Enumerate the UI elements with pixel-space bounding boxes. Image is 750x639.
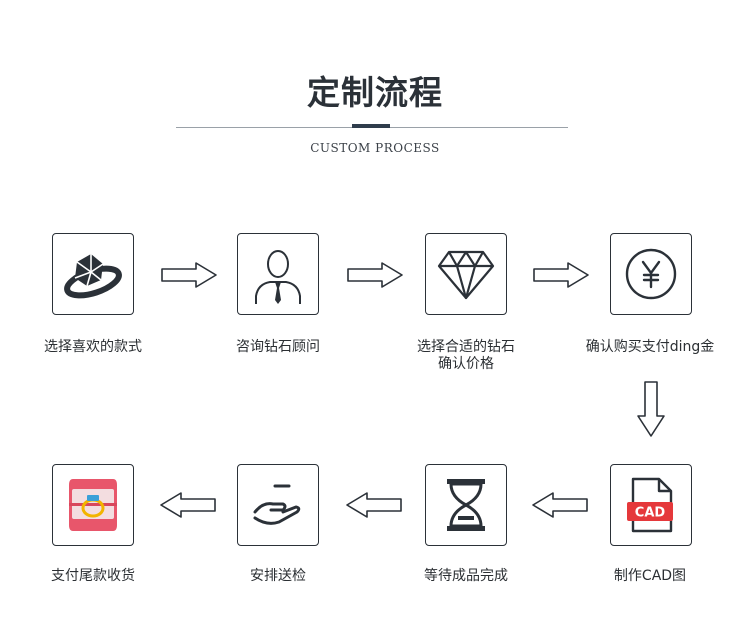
step-3-box [425, 233, 507, 315]
title-rule-accent [352, 124, 390, 128]
step-5-box: CAD [610, 464, 692, 546]
step-3-label: 选择合适的钻石 [417, 339, 515, 355]
hourglass-icon [447, 479, 485, 531]
step-8-box [52, 464, 134, 546]
page-title: 定制流程 [307, 73, 443, 112]
consultant-icon [255, 250, 301, 304]
diamond-icon [437, 250, 495, 300]
arrow-right-icon [347, 262, 403, 288]
step-3-label-line2: 确认价格 [438, 356, 494, 372]
step-2-label: 咨询钻石顾问 [236, 339, 320, 355]
step-2-box [237, 233, 319, 315]
step-1-box [52, 233, 134, 315]
arrow-right-icon [533, 262, 589, 288]
step-6-box [425, 464, 507, 546]
arrow-left-icon [160, 492, 216, 518]
page-subtitle: CUSTOM PROCESS [310, 141, 440, 155]
ring-box-icon [69, 479, 117, 531]
step-4-box [610, 233, 692, 315]
step-8-label: 支付尾款收货 [51, 568, 135, 584]
step-7-label: 安排送检 [250, 568, 306, 584]
arrow-down-icon [637, 381, 665, 437]
step-4-label: 确认购买支付ding金 [585, 339, 715, 355]
cad-badge-text: CAD [635, 506, 666, 521]
step-1-label: 选择喜欢的款式 [44, 339, 142, 355]
hand-icon [253, 484, 301, 525]
yuan-coin-icon [625, 248, 677, 300]
cad-file-icon: CAD [627, 477, 673, 533]
arrow-left-icon [532, 492, 588, 518]
step-7-box [237, 464, 319, 546]
ring-icon [64, 254, 122, 299]
step-5-label: 制作CAD图 [613, 568, 687, 584]
arrow-left-icon [346, 492, 402, 518]
arrow-right-icon [161, 262, 217, 288]
step-6-label: 等待成品完成 [424, 568, 508, 584]
